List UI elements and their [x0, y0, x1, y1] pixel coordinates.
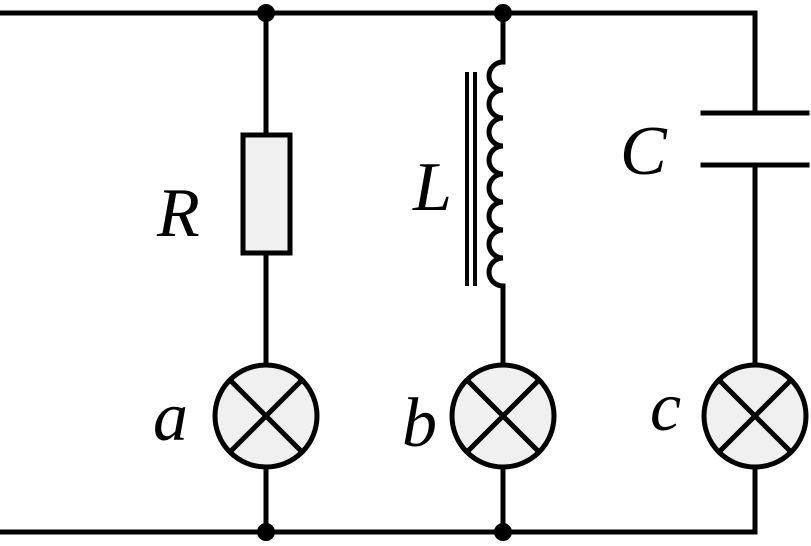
lamp-c — [701, 362, 809, 470]
junction-dot-bottom-resistor — [257, 523, 275, 541]
junction-dot-top-inductor — [494, 4, 512, 22]
junction-dot-top-resistor — [257, 4, 275, 22]
lamp-b — [449, 362, 557, 470]
junction-dot-bottom-inductor — [494, 523, 512, 541]
inductor-label: L — [412, 149, 452, 226]
lamp-a-label: a — [153, 379, 188, 456]
resistor-label: R — [156, 175, 200, 252]
resistor — [240, 132, 293, 256]
capacitor-label: C — [620, 113, 668, 190]
inductor-coil — [486, 59, 506, 289]
lamp-b-label: b — [402, 385, 437, 462]
lamp-a — [212, 362, 320, 470]
lamp-c-label: c — [650, 369, 681, 446]
